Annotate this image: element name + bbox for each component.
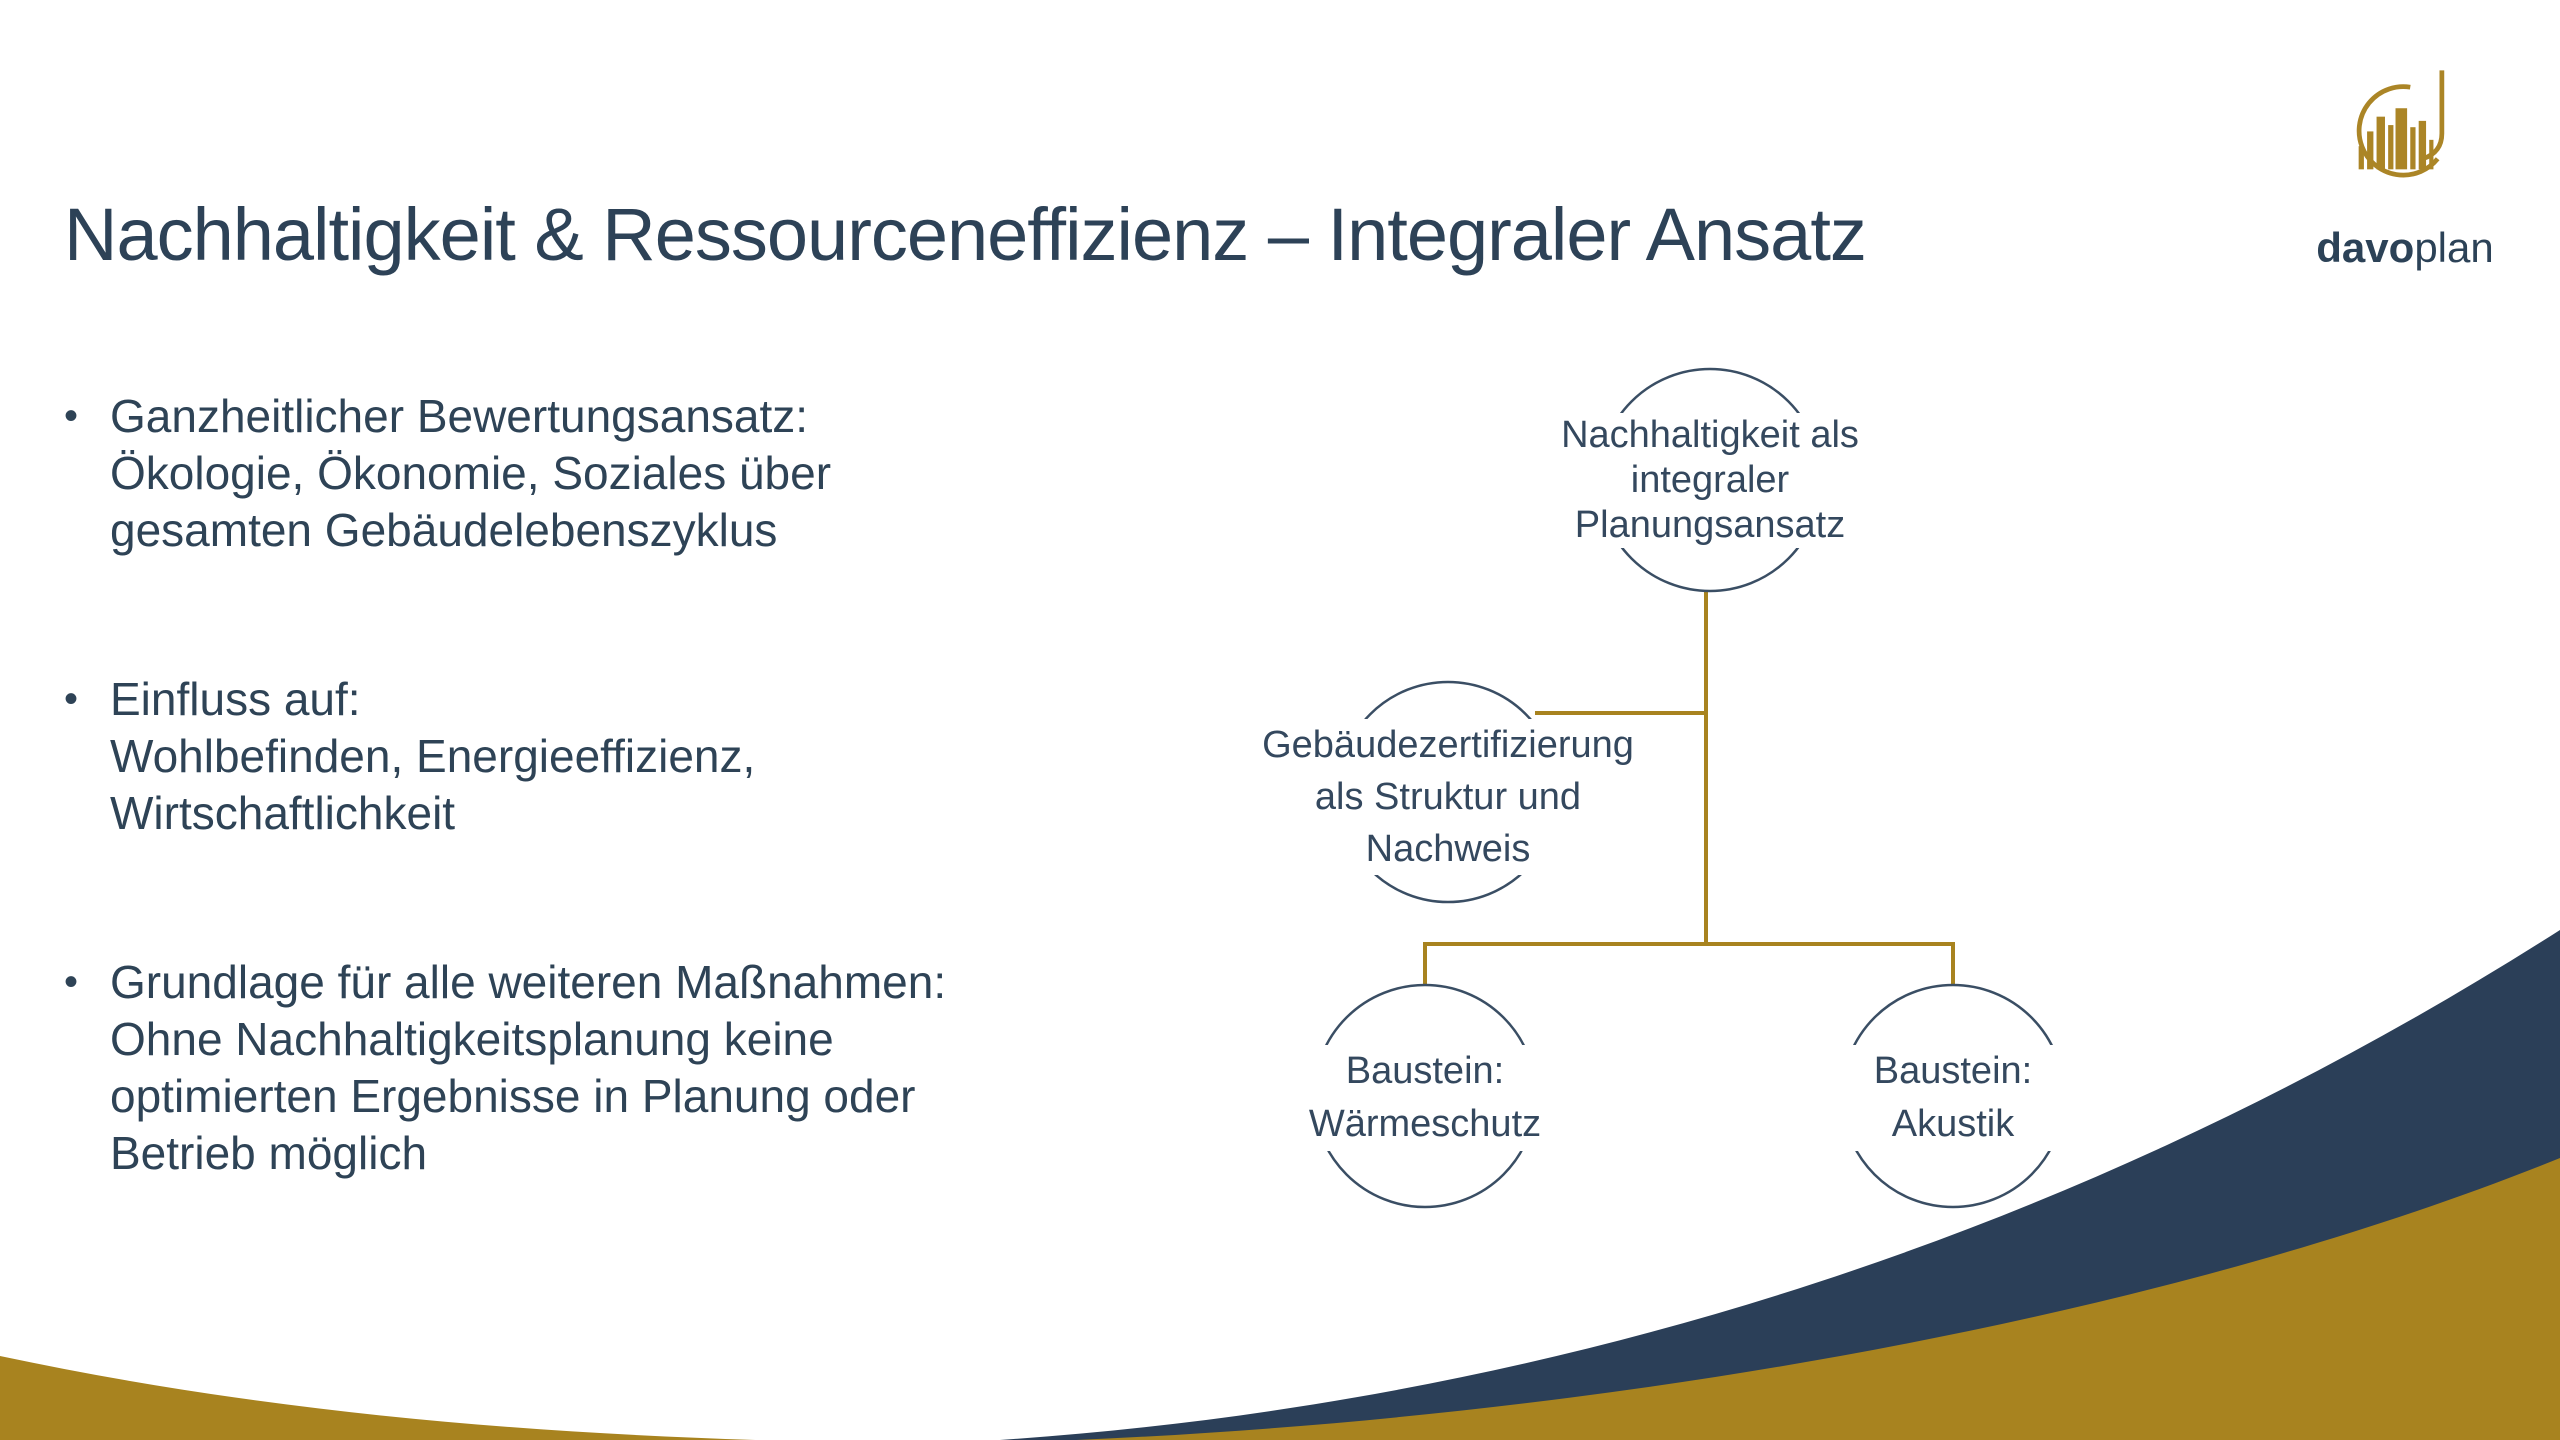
- diagram-node-akustik-label: Baustein: Akustik: [1803, 1045, 2103, 1151]
- bullet-list: • Ganzheitlicher Bewertungsansatz: Ökolo…: [64, 388, 1144, 1182]
- wordmark-bold-part: davo: [2316, 224, 2415, 271]
- davoplan-emblem-icon: [2356, 70, 2445, 178]
- bullet-item-influence: • Einfluss auf: Wohlbefinden, Energieeff…: [64, 671, 1144, 842]
- bullet-text: Ganzheitlicher Bewertungsansatz: Ökologi…: [110, 388, 1144, 559]
- bullet-line: Ohne Nachhaltigkeitsplanung keine: [110, 1013, 834, 1065]
- node-line: Nachhaltigkeit als: [1540, 413, 1880, 458]
- bullet-text: Einfluss auf: Wohlbefinden, Energieeffiz…: [110, 671, 1144, 842]
- bullet-line: Betrieb möglich: [110, 1127, 428, 1179]
- bullet-dot: •: [64, 394, 79, 438]
- node-line: Nachweis: [1238, 823, 1658, 875]
- bullet-line: Wohlbefinden, Energieeffizienz,: [110, 730, 756, 782]
- bullet-item-holistic-assessment: • Ganzheitlicher Bewertungsansatz: Ökolo…: [64, 388, 1144, 559]
- node-line: Planungsansatz: [1540, 503, 1880, 548]
- diagram-node-waermeschutz-label: Baustein: Wärmeschutz: [1275, 1045, 1575, 1151]
- bullet-line: Wirtschaftlichkeit: [110, 787, 456, 839]
- bullet-line: Einfluss auf:: [110, 673, 361, 725]
- bullet-text: Grundlage für alle weiteren Maßnahmen: O…: [110, 954, 1144, 1182]
- bullet-line: optimierten Ergebnisse in Planung oder: [110, 1070, 916, 1122]
- bullet-line: Grundlage für alle weiteren Maßnahmen:: [110, 956, 947, 1008]
- swoosh-gold-right: [1076, 1158, 2560, 1440]
- bullet-line: Ökologie, Ökonomie, Soziales über: [110, 447, 832, 499]
- node-line: als Struktur und: [1238, 771, 1658, 823]
- node-line: Gebäudezertifizierung: [1238, 719, 1658, 771]
- node-line: Wärmeschutz: [1275, 1098, 1575, 1151]
- diagram-node-certification-label: Gebäudezertifizierung als Struktur und N…: [1238, 719, 1658, 875]
- node-line: integraler: [1540, 458, 1880, 503]
- node-line: Baustein:: [1275, 1045, 1575, 1098]
- bullet-line: Ganzheitlicher Bewertungsansatz:: [110, 390, 809, 442]
- swoosh-gold-left: [0, 1356, 756, 1440]
- bullet-item-foundation: • Grundlage für alle weiteren Maßnahmen:…: [64, 954, 1144, 1182]
- wordmark-light-part: plan: [2414, 224, 2494, 271]
- slide-title: Nachhaltigkeit & Ressourceneffizienz – I…: [64, 192, 1867, 276]
- company-logo: davoplan: [2290, 64, 2520, 272]
- node-line: Akustik: [1803, 1098, 2103, 1151]
- bullet-dot: •: [64, 960, 79, 1004]
- bullet-line: gesamten Gebäudelebenszyklus: [110, 504, 778, 556]
- diagram-node-root-label: Nachhaltigkeit als integraler Planungsan…: [1540, 413, 1880, 548]
- bullet-dot: •: [64, 677, 79, 721]
- davoplan-wordmark: davoplan: [2290, 224, 2520, 272]
- node-line: Baustein:: [1803, 1045, 2103, 1098]
